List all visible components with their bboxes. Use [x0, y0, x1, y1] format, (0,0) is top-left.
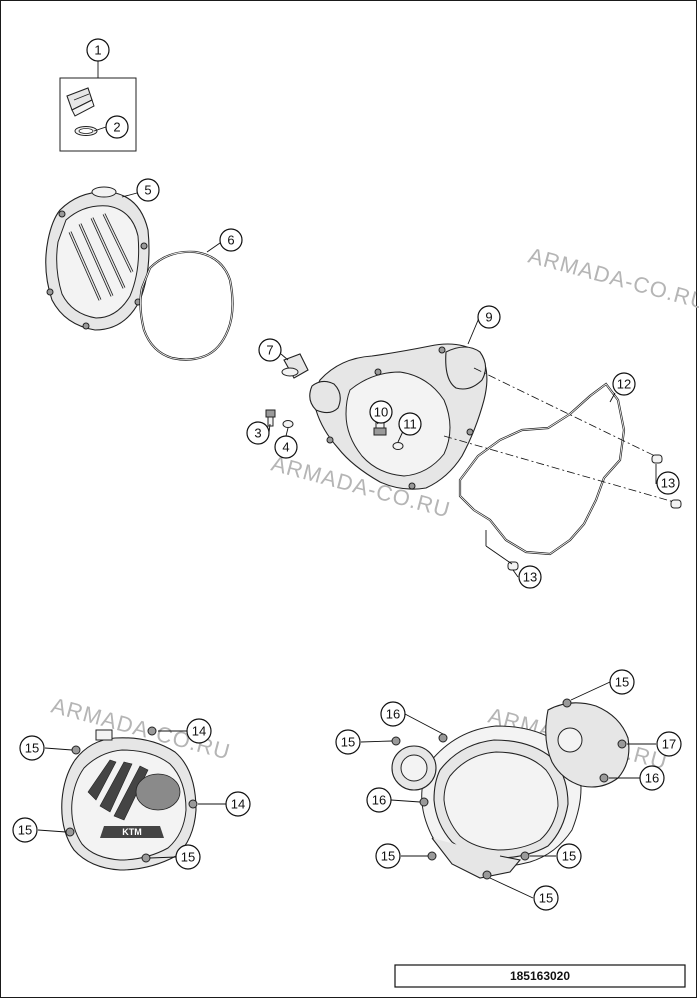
svg-text:15: 15 [539, 891, 553, 906]
seal-ring-part [392, 442, 404, 450]
svg-text:6: 6 [227, 233, 234, 248]
inner-cover-gasket-part [458, 382, 626, 556]
svg-text:16: 16 [386, 707, 400, 722]
callout-10: 10 [369, 400, 393, 424]
document-number: 185163020 [510, 969, 570, 983]
alignment-line [443, 435, 675, 503]
washer-part [282, 420, 294, 428]
svg-text:14: 14 [192, 724, 206, 739]
bolt-marker [419, 797, 429, 807]
callout-15: 15 [533, 885, 559, 911]
watermark-text: ARMADA-CO.RU [526, 243, 699, 315]
bolt-marker [391, 736, 401, 746]
outer-cover-bolt-view: KTM [61, 726, 198, 871]
outer-clutch-cover-part [45, 186, 150, 331]
svg-text:15: 15 [381, 849, 395, 864]
bolt-marker [141, 853, 151, 863]
inner-cover-bolt-view [391, 698, 630, 880]
svg-text:7: 7 [266, 343, 273, 358]
svg-text:1: 1 [94, 43, 101, 58]
callout-16: 16 [639, 765, 665, 791]
callout-15: 15 [375, 843, 401, 869]
svg-text:16: 16 [372, 793, 386, 808]
dowel-pin-part [670, 499, 682, 509]
svg-text:14: 14 [231, 797, 245, 812]
dowel-pin-part [507, 561, 519, 571]
callout-15: 15 [556, 843, 582, 869]
callout-15: 15 [175, 844, 201, 870]
bolt-marker [438, 733, 448, 743]
svg-text:13: 13 [523, 570, 537, 585]
callout-15: 15 [609, 669, 635, 695]
alignment-line [473, 367, 656, 457]
filler-plug-kit [59, 77, 137, 152]
svg-text:3: 3 [254, 426, 261, 441]
callout-1: 1 [86, 38, 110, 62]
plug-part [373, 421, 387, 436]
svg-text:16: 16 [645, 771, 659, 786]
callout-6: 6 [219, 228, 243, 252]
callout-3: 3 [246, 421, 270, 445]
callout-16: 16 [380, 701, 406, 727]
bolt-marker [65, 827, 75, 837]
callout-15: 15 [19, 735, 45, 761]
callout-15: 15 [12, 817, 38, 843]
svg-text:17: 17 [662, 737, 676, 752]
svg-text:15: 15 [562, 849, 576, 864]
callout-14: 14 [225, 791, 251, 817]
bolt-marker [482, 870, 492, 880]
bolt-marker [427, 851, 437, 861]
callout-12: 12 [612, 372, 636, 396]
callout-13: 13 [518, 565, 542, 589]
callout-4: 4 [274, 435, 298, 459]
bolt-marker [599, 773, 609, 783]
bolt-marker [71, 745, 81, 755]
svg-text:12: 12 [617, 377, 631, 392]
svg-text:15: 15 [181, 850, 195, 865]
callout-15: 15 [335, 729, 361, 755]
bolt-marker [520, 851, 530, 861]
svg-text:5: 5 [144, 183, 151, 198]
svg-text:2: 2 [113, 120, 120, 135]
dowel-pin-part [651, 454, 663, 464]
cap-part [281, 353, 309, 379]
svg-text:4: 4 [282, 440, 289, 455]
svg-text:15: 15 [341, 735, 355, 750]
svg-text:9: 9 [485, 310, 492, 325]
callout-11: 11 [398, 412, 422, 436]
svg-text:13: 13 [661, 476, 675, 491]
callout-13: 13 [656, 471, 680, 495]
bolt-marker [188, 799, 198, 809]
screw-part [265, 409, 276, 427]
svg-text:15: 15 [18, 823, 32, 838]
callout-17: 17 [656, 731, 682, 757]
callout-16: 16 [366, 787, 392, 813]
logo-text: KTM [122, 827, 142, 837]
callout-2: 2 [105, 115, 129, 139]
bolt-marker [562, 698, 572, 708]
svg-text:10: 10 [374, 405, 388, 420]
bolt-marker [147, 726, 157, 736]
callout-7: 7 [258, 338, 282, 362]
clutch-cover-gasket-part [139, 250, 234, 361]
kit-box [59, 77, 137, 152]
document-number-box: 185163020 [394, 964, 686, 988]
callout-5: 5 [136, 178, 160, 202]
callout-9: 9 [477, 305, 501, 329]
filler-plug-part [66, 87, 95, 117]
svg-text:11: 11 [403, 417, 417, 432]
callout-14: 14 [186, 718, 212, 744]
leader-lines [37, 61, 657, 899]
svg-text:15: 15 [25, 741, 39, 756]
svg-text:15: 15 [615, 675, 629, 690]
bolt-marker [617, 739, 627, 749]
